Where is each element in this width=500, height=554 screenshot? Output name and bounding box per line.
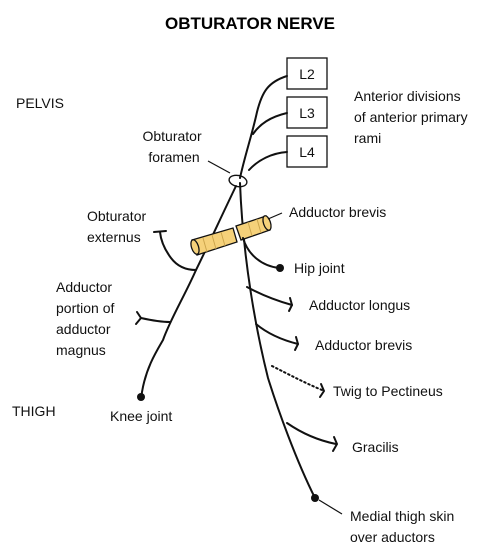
adductor-brevis-fork [294, 336, 299, 351]
diagram-title: OBTURATOR NERVE [165, 14, 335, 33]
pectineus-twig-fork [319, 383, 325, 398]
adductor-magnus-label: Adductor portion of adductor magnus [56, 279, 118, 358]
root-box-l2: L2 [286, 57, 328, 90]
root-label-l4: L4 [299, 144, 315, 160]
hip-joint-branch [242, 237, 280, 269]
hip-joint-node [276, 264, 284, 272]
gracilis-fork [332, 436, 338, 452]
muscle-stripes [202, 218, 262, 253]
root-label-l2: L2 [299, 66, 315, 82]
region-label-pelvis: PELVIS [16, 95, 64, 111]
root-path-l4 [248, 151, 288, 171]
obturator-foramen-ring [228, 174, 248, 188]
adductor-longus-branch [246, 286, 293, 306]
adductor-longus-fork [288, 297, 293, 312]
obturator-externus-fork [153, 230, 167, 233]
pectineus-twig-dotted [271, 365, 323, 391]
pectineus-twig-label: Twig to Pectineus [333, 383, 443, 399]
muscle-tube-left-end [190, 239, 200, 255]
roots-caption: Anterior divisions of anterior primary r… [354, 88, 471, 146]
gracilis-label: Gracilis [352, 439, 399, 455]
adductor-magnus-fork [135, 311, 142, 325]
knee-joint-label: Knee joint [110, 408, 172, 424]
root-label-l3: L3 [299, 105, 315, 121]
adductor-brevis-muscle-graphic [190, 215, 272, 256]
anterior-division-trunk [239, 182, 316, 499]
knee-joint-node [137, 393, 145, 401]
obturator-externus-label: Obturator externus [87, 208, 150, 245]
adductor-longus-label: Adductor longus [309, 297, 410, 313]
obturator-externus-branch [159, 231, 197, 271]
gracilis-branch [286, 422, 337, 445]
adductor-brevis-branch [255, 323, 299, 345]
adductor-brevis-label: Adductor brevis [315, 337, 412, 353]
adductor-magnus-branch [140, 317, 171, 323]
foramen-label: Obturator foramen [142, 128, 205, 165]
hip-joint-label: Hip joint [294, 260, 345, 276]
adductor-brevis-muscle-leader [267, 212, 283, 220]
muscle-tube-right-end [262, 215, 272, 231]
root-box-l3: L3 [286, 96, 328, 129]
medial-thigh-skin-node [311, 494, 319, 502]
root-box-l4: L4 [286, 135, 328, 168]
foramen-leader [207, 160, 231, 174]
medial-thigh-skin-label: Medial thigh skin over aductors [350, 508, 458, 545]
root-path-l3 [252, 112, 288, 135]
posterior-division-trunk [140, 185, 237, 400]
root-path-l2 [239, 75, 288, 179]
medial-thigh-skin-leader [318, 499, 343, 515]
region-label-thigh: THIGH [12, 403, 56, 419]
adductor-brevis-muscle-label: Adductor brevis [289, 204, 386, 220]
